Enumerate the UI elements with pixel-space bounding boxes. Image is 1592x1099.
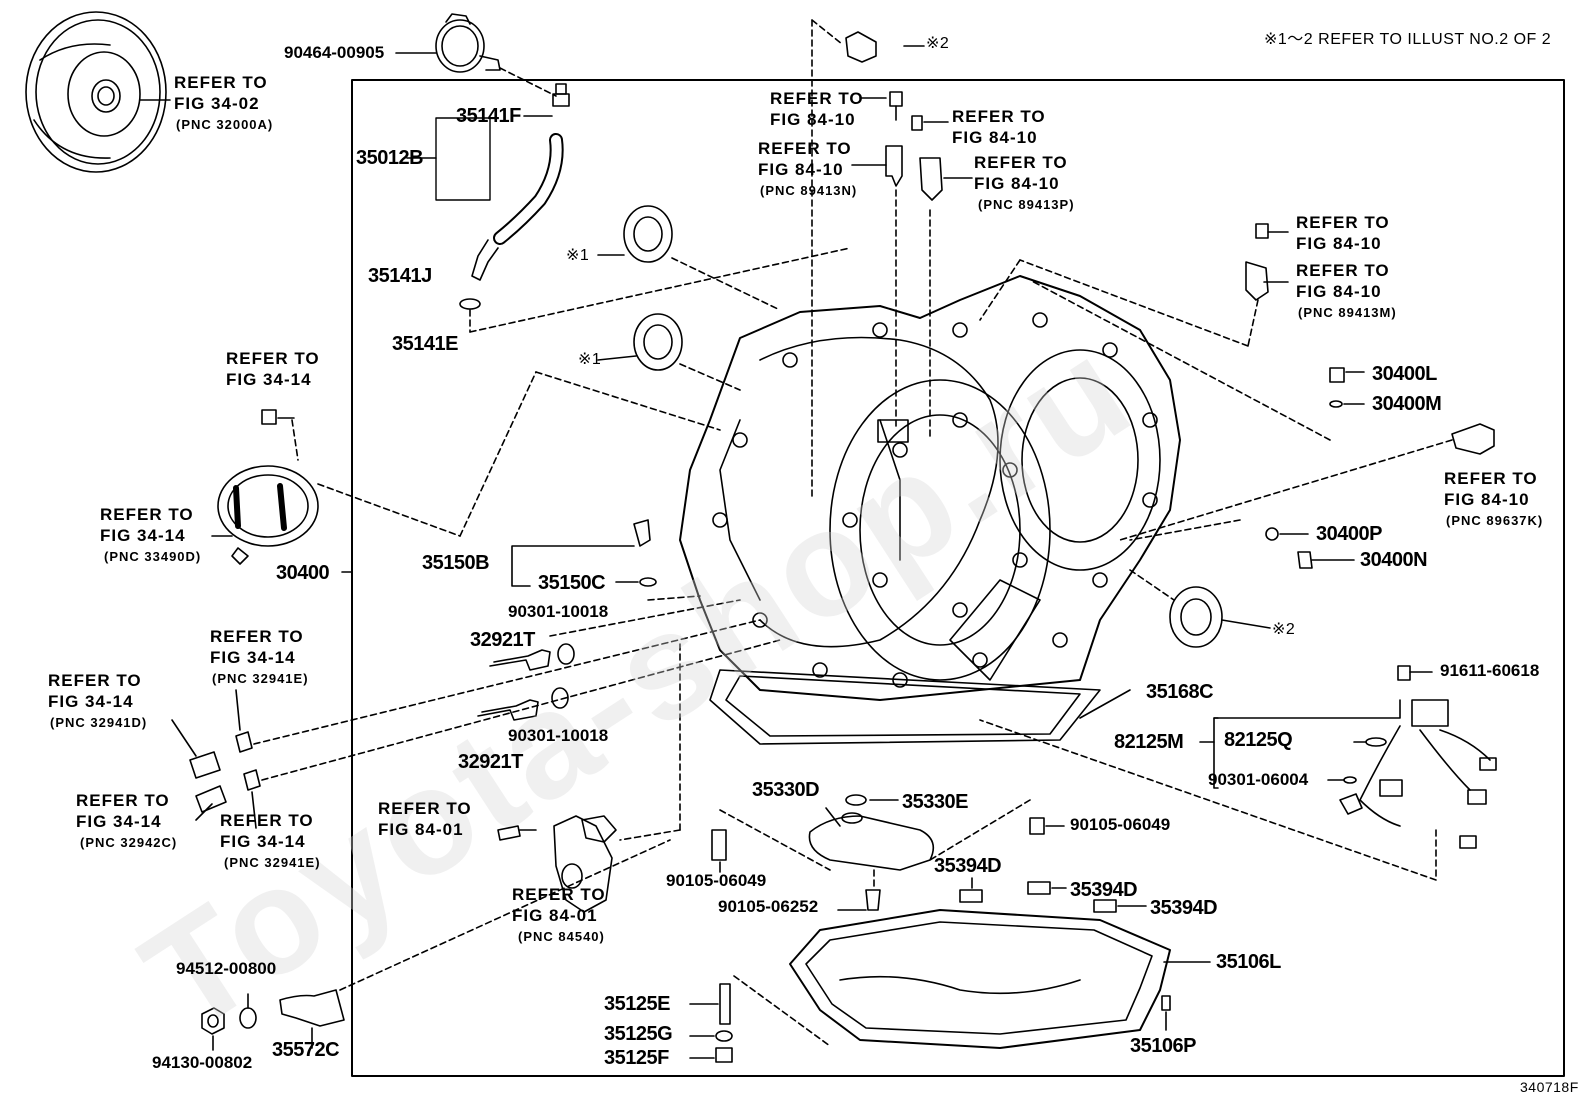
reference-pnc: (PNC 89413M) (1298, 305, 1397, 320)
frame-mark: ※1 (578, 351, 602, 368)
reference-note[interactable]: REFER TO FIG 84-01 (378, 799, 472, 839)
part-number[interactable]: 94130-00802 (152, 1053, 253, 1072)
reference-note[interactable]: REFER TO FIG 84-10 (1296, 261, 1390, 301)
reference-pnc: (PNC 32941E) (224, 855, 321, 870)
reference-pnc: (PNC 32942C) (80, 835, 178, 850)
part-number[interactable]: 35394D (1150, 897, 1218, 919)
part-number[interactable]: 35012B (356, 147, 424, 169)
part-number[interactable]: 35330E (902, 791, 968, 813)
assembly-frame (351, 79, 1565, 1077)
part-number[interactable]: 82125M (1114, 731, 1184, 753)
reference-note[interactable]: REFER TO FIG 84-10 (770, 89, 864, 129)
part-number[interactable]: 90105-06252 (718, 897, 819, 916)
sensor-right-illustration (980, 223, 1494, 568)
transaxle-case-illustration (680, 276, 1180, 744)
part-number[interactable]: 30400P (1316, 523, 1382, 545)
reference-note[interactable]: REFER TO FIG 84-10 (1444, 469, 1538, 509)
neutral-switch-illustration (498, 640, 680, 912)
part-number[interactable]: 94512-00800 (176, 959, 277, 978)
part-number[interactable]: 30400M (1372, 393, 1442, 415)
oil-seal-illustration (598, 205, 1270, 648)
reference-note[interactable]: REFER TO FIG 84-01 (512, 885, 606, 925)
part-number[interactable]: 30400L (1372, 363, 1437, 385)
part-number[interactable]: 35141J (368, 265, 432, 287)
frame-mark: ※1 (566, 247, 590, 264)
speed-sensor-illustration (812, 20, 972, 500)
reference-note[interactable]: REFER TO FIG 84-10 (952, 107, 1046, 147)
reference-note[interactable]: REFER TO FIG 34-14 (220, 811, 314, 851)
reference-pnc: (PNC 84540) (518, 929, 605, 944)
frame-mark: ※2 (926, 35, 950, 52)
part-number[interactable]: 35125F (604, 1047, 669, 1069)
breather-hose-illustration (407, 83, 850, 332)
reference-note[interactable]: REFER TO FIG 34-14 (76, 791, 170, 831)
frame-mark: ※2 (1272, 621, 1296, 638)
plug-illustration (512, 520, 700, 600)
header-note: ※1～2 REFER TO ILLUST NO.2 OF 2 (1264, 31, 1552, 48)
oil-pan-illustration (734, 910, 1210, 1048)
reference-note[interactable]: REFER TO FIG 34-14 (210, 627, 304, 667)
reference-note[interactable]: REFER TO FIG 34-14 (48, 671, 142, 711)
union-fitting-illustration (254, 600, 780, 780)
part-number[interactable]: 35394D (934, 855, 1002, 877)
part-number[interactable]: 30400 (276, 562, 330, 584)
part-number[interactable]: 32921T (470, 629, 535, 651)
part-number[interactable]: 35394D (1070, 879, 1138, 901)
part-number[interactable]: 35150C (538, 572, 606, 594)
illustration-number: 340718F (1520, 1079, 1579, 1095)
part-number[interactable]: 35330D (752, 779, 820, 801)
reference-pnc: (PNC 89413P) (978, 197, 1075, 212)
reference-note[interactable]: REFER TO FIG 34-02 (174, 73, 268, 113)
part-number[interactable]: 30400N (1360, 549, 1428, 571)
cooler-hose-illustration (172, 690, 260, 828)
reference-pnc: (PNC 33490D) (104, 549, 202, 564)
part-number[interactable]: 35168C (1146, 681, 1214, 703)
reference-pnc: (PNC 32000A) (176, 117, 274, 132)
part-number[interactable]: 90301-06004 (1208, 770, 1309, 789)
part-number[interactable]: 91611-60618 (1440, 661, 1540, 680)
part-number[interactable]: 35141F (456, 105, 521, 127)
reference-pnc: (PNC 89413N) (760, 183, 858, 198)
part-number[interactable]: 90301-10018 (508, 602, 609, 621)
reference-note[interactable]: REFER TO FIG 84-10 (758, 139, 852, 179)
part-number[interactable]: 35125E (604, 993, 670, 1015)
part-number[interactable]: 35150B (422, 552, 490, 574)
oil-cooler-illustration (212, 372, 720, 564)
reference-pnc: (PNC 89637K) (1446, 513, 1544, 528)
part-number[interactable]: 90105-06049 (666, 871, 767, 890)
part-number[interactable]: 35125G (604, 1023, 673, 1045)
part-number[interactable]: 35572C (272, 1039, 340, 1061)
part-number[interactable]: 90105-06049 (1070, 815, 1171, 834)
reference-note[interactable]: REFER TO FIG 34-14 (100, 505, 194, 545)
oil-strainer-illustration (720, 794, 1030, 910)
part-number[interactable]: 82125Q (1224, 729, 1293, 751)
reference-note[interactable]: REFER TO FIG 84-10 (1296, 213, 1390, 253)
part-number[interactable]: 35106L (1216, 951, 1281, 973)
clamp-illustration (396, 14, 556, 96)
part-number[interactable]: 35141E (392, 333, 458, 355)
part-number[interactable]: 32921T (458, 751, 523, 773)
bolt-illustration (712, 818, 1064, 872)
part-number[interactable]: 90464-00905 (284, 43, 385, 62)
part-number[interactable]: 35106P (1130, 1035, 1196, 1057)
reference-pnc: (PNC 32941E) (212, 671, 309, 686)
reference-pnc: (PNC 32941D) (50, 715, 148, 730)
part-number[interactable]: 90301-10018 (508, 726, 609, 745)
shift-lever-illustration (202, 840, 670, 1050)
drain-plug-illustration (690, 983, 733, 1063)
wire-harness-illustration (980, 665, 1497, 880)
magnet-illustration (959, 878, 1146, 913)
torque-converter-illustration (25, 11, 170, 173)
reference-note[interactable]: REFER TO FIG 34-14 (226, 349, 320, 389)
reference-note[interactable]: REFER TO FIG 84-10 (974, 153, 1068, 193)
